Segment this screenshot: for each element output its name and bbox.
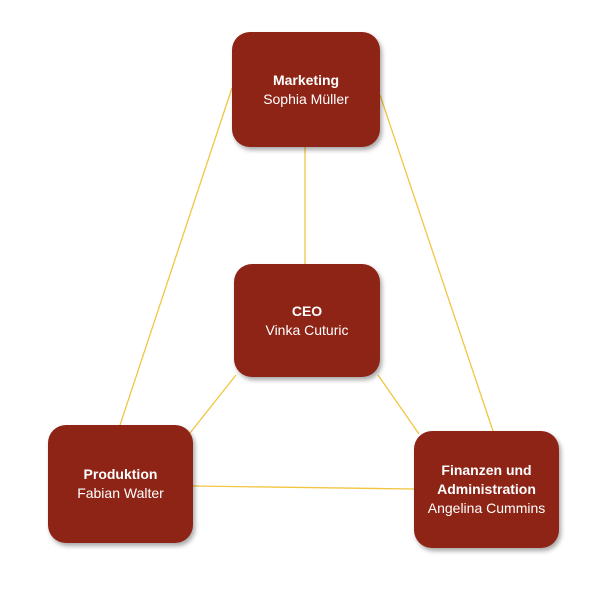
node-title: Produktion — [83, 466, 158, 482]
node-title-line-2: Administration — [437, 481, 536, 497]
node-finanzen-administration: Finanzen und Administration Angelina Cum… — [414, 431, 559, 548]
connector-marketing-finanzen — [379, 94, 494, 432]
connector-marketing-produktion — [119, 87, 233, 426]
node-person-name: Angelina Cummins — [427, 500, 546, 516]
connector-ceo-finanzen — [377, 374, 420, 435]
connector-produktion-finanzen — [192, 485, 415, 490]
node-title: CEO — [291, 302, 323, 319]
node-title: Marketing — [272, 71, 340, 88]
node-ceo: CEO Vinka Cuturic — [234, 264, 380, 377]
node-person-name: Sophia Müller — [263, 90, 349, 107]
node-title-line-1: Finanzen und — [441, 462, 532, 478]
connector-ceo-produktion — [189, 374, 237, 434]
node-person-name: Fabian Walter — [77, 485, 164, 501]
node-person-name: Vinka Cuturic — [265, 321, 349, 338]
node-produktion: Produktion Fabian Walter — [48, 425, 193, 543]
node-marketing: Marketing Sophia Müller — [232, 32, 380, 147]
